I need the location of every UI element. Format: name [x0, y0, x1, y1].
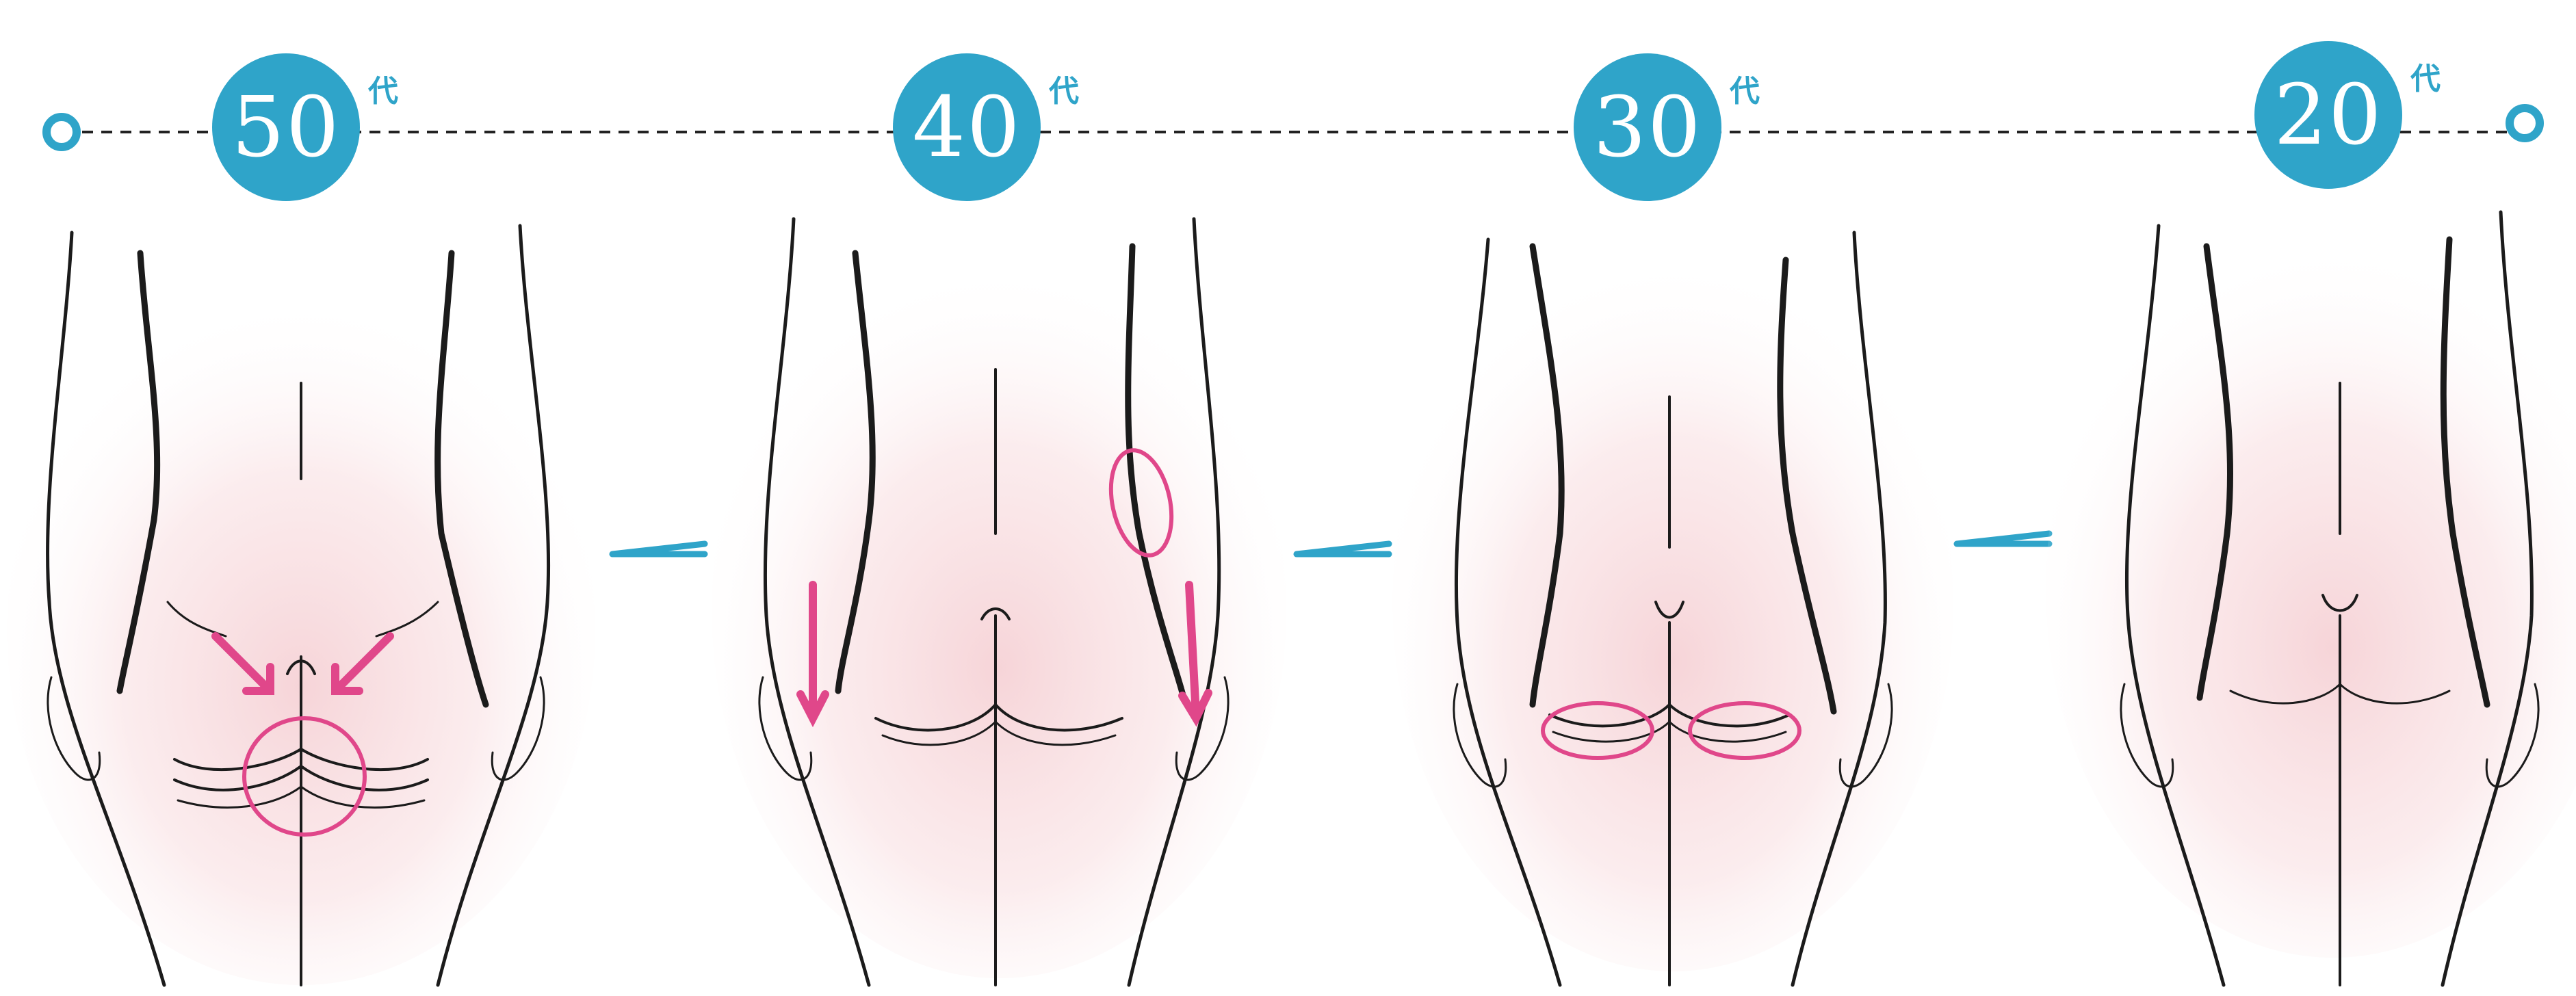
- progression-arrow-3: [1957, 534, 2049, 544]
- age-suffix-50s: 代: [368, 77, 398, 107]
- progression-arrow-2: [1297, 544, 1389, 554]
- timeline-start-dot: [47, 117, 77, 147]
- age-badge-40s: 40: [893, 53, 1041, 201]
- age-badge-20s: 20: [2254, 41, 2402, 189]
- age-number-30s: 30: [1593, 86, 1702, 169]
- age-badge-50s: 50: [212, 53, 360, 201]
- age-suffix-30s: 代: [1730, 77, 1760, 107]
- age-number-20s: 20: [2274, 73, 2382, 157]
- age-number-50s: 50: [231, 86, 340, 169]
- age-suffix-40s: 代: [1049, 77, 1079, 107]
- age-suffix-20s: 代: [2410, 64, 2441, 94]
- timeline-end-dot: [2510, 108, 2540, 138]
- progression-arrow-1: [612, 544, 705, 554]
- figure-20s: [2046, 212, 2576, 985]
- figure-50s: [7, 226, 595, 985]
- figure-40s: [712, 219, 1286, 985]
- age-badge-30s: 30: [1574, 53, 1721, 201]
- age-number-40s: 40: [912, 86, 1021, 169]
- figure-30s: [1392, 233, 1953, 985]
